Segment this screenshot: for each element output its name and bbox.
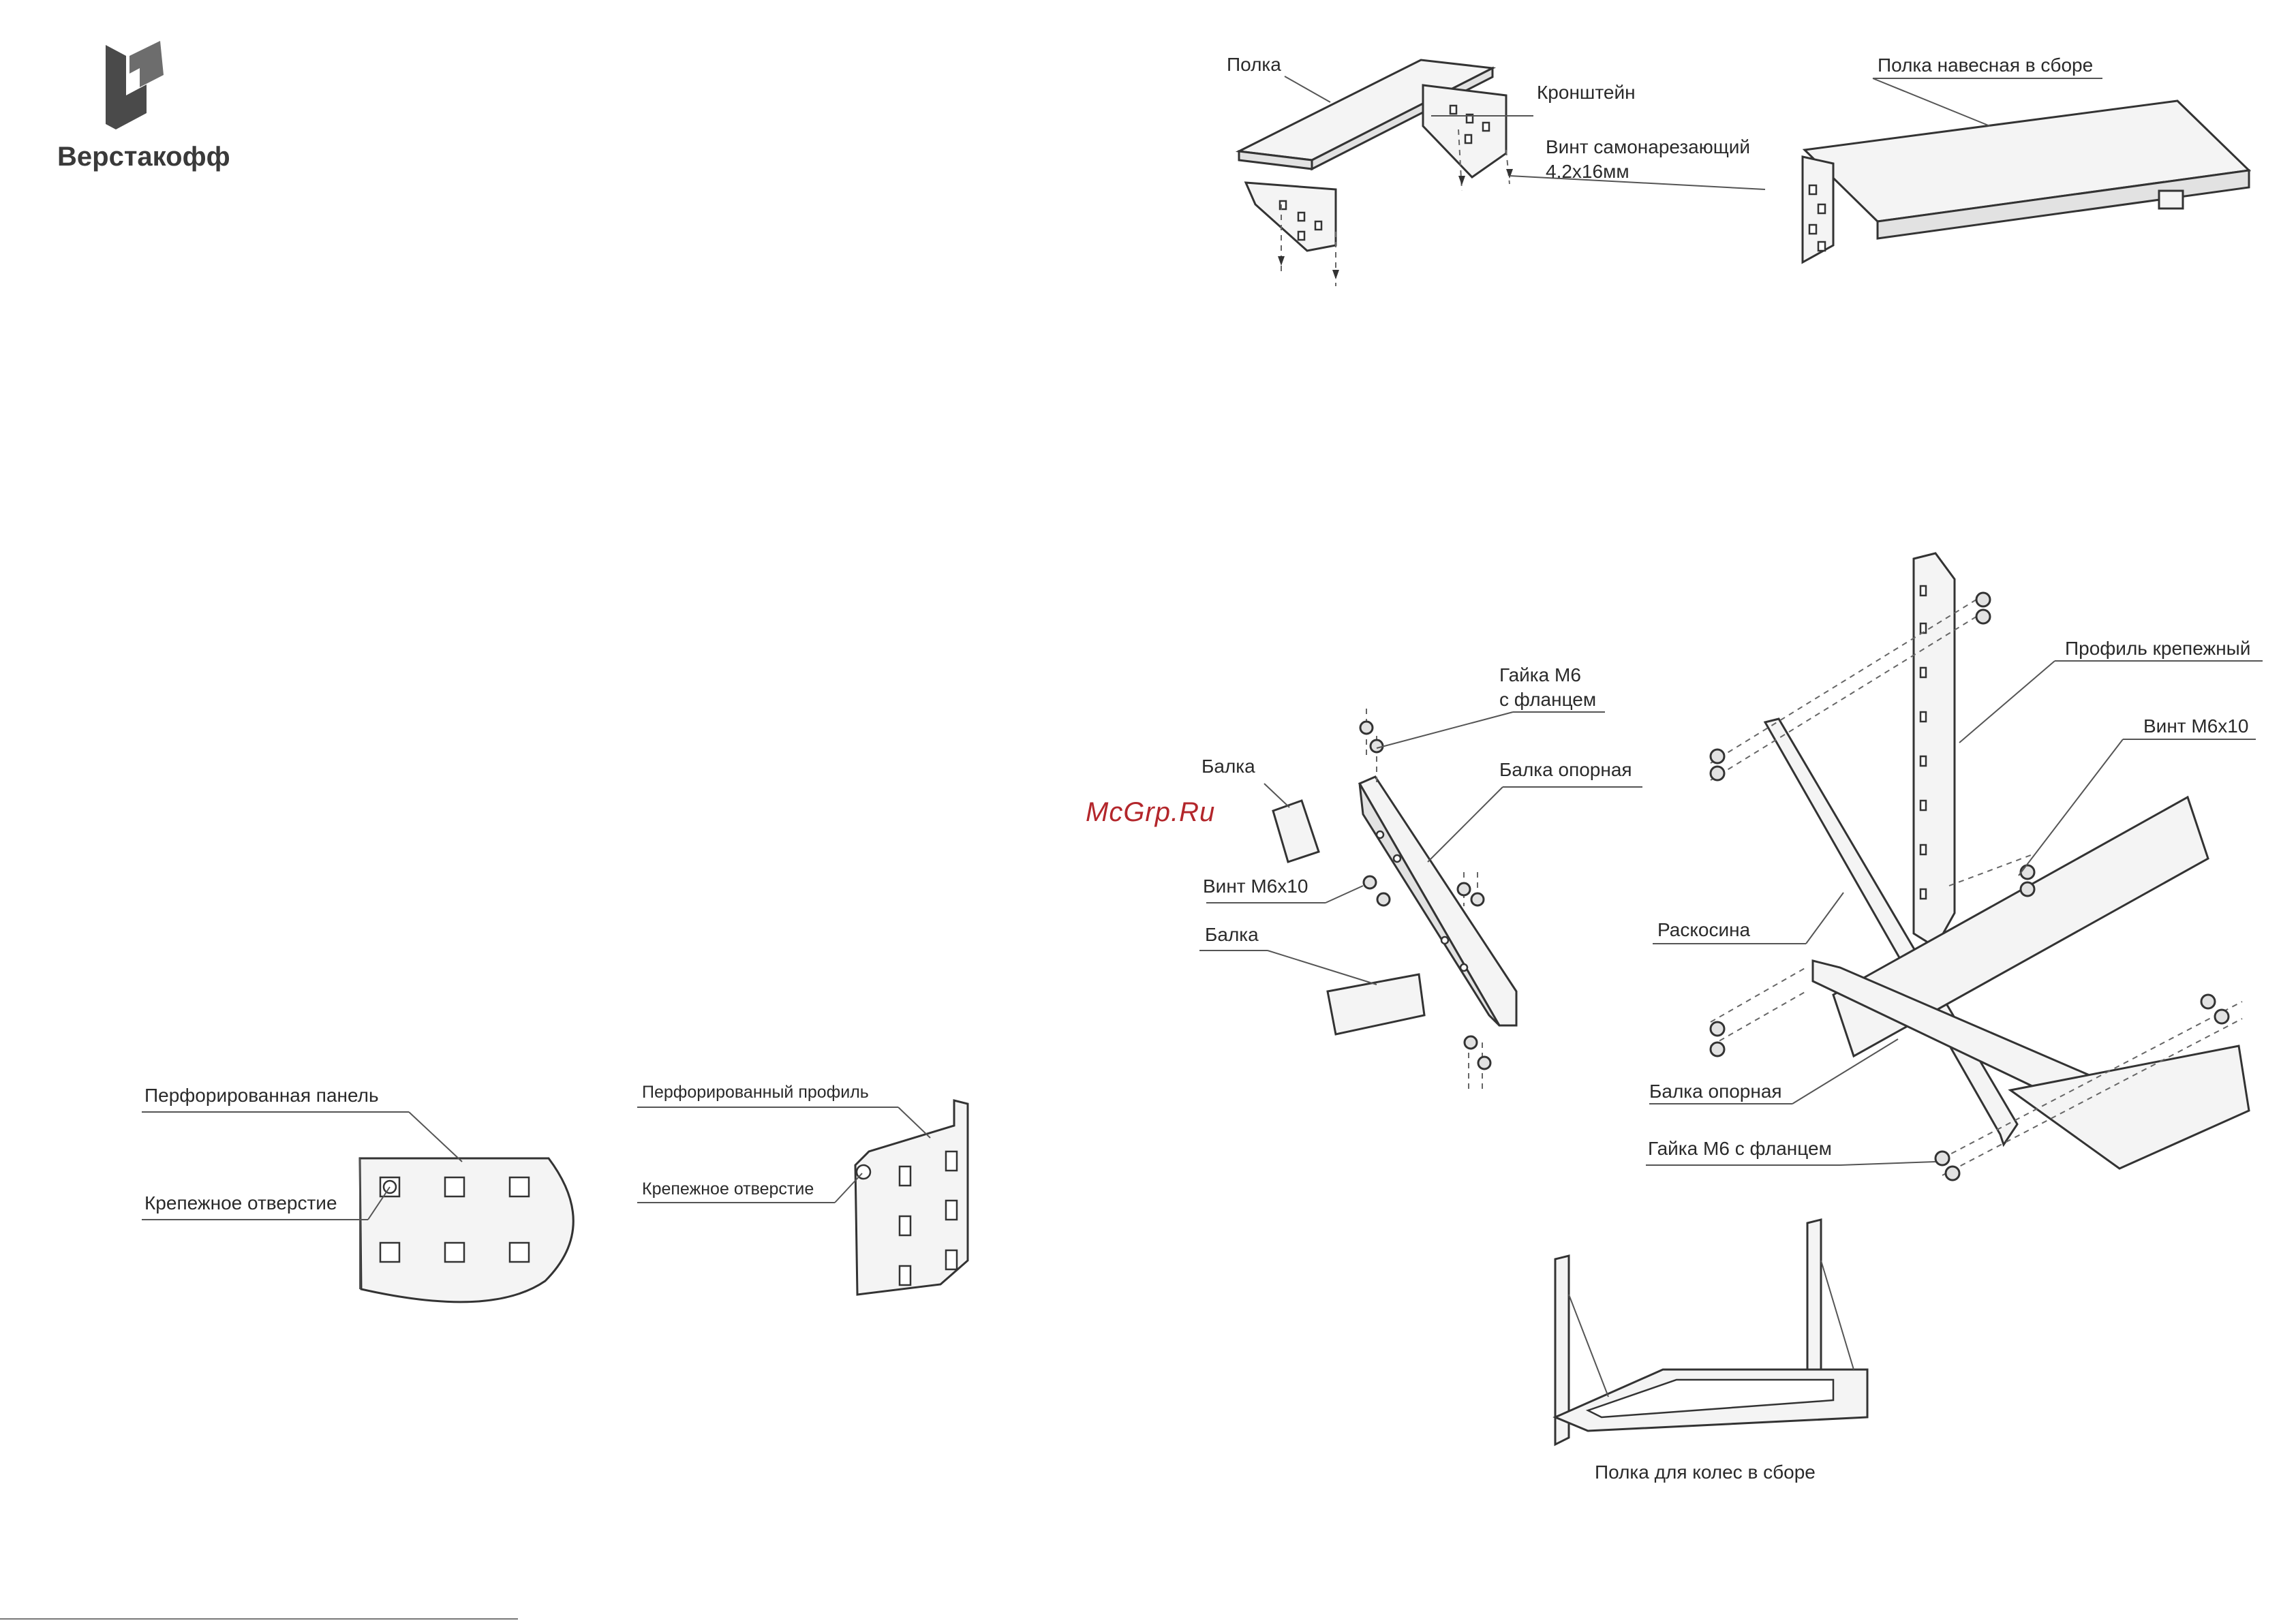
perforated-profile-detail (637, 1099, 969, 1296)
label-assembled-shelf: Полка навесная в сборе (1878, 55, 2094, 76)
label-mount-hole-profile: Крепежное отверстие (642, 1179, 814, 1199)
label-wheel-shelf: Полка для колес в сборе (1595, 1462, 1816, 1483)
label-nut-line2: с фланцем (1499, 689, 1597, 710)
label-nut-line1: Гайка М6 (1499, 664, 1581, 685)
label-mount-profile: Профиль крепежный (2065, 638, 2251, 659)
assembled-shelf-diagram (1801, 78, 2252, 264)
label-support-beam-right: Балка опорная (1649, 1081, 1782, 1102)
label-screw-right: Винт М6х10 (2143, 715, 2249, 737)
label-screw-middle: Винт М6х10 (1203, 876, 1308, 897)
frame-assembly-diagram (1646, 552, 2263, 1181)
label-screw-line1: Винт самонарезающий (1546, 136, 1751, 157)
perforated-panel-detail (142, 1111, 575, 1303)
label-perforated-panel: Перфорированная панель (144, 1085, 379, 1106)
shelf-exploded-diagram (1235, 59, 1766, 286)
label-brace: Раскосина (1657, 919, 1751, 940)
label-bracket: Кронштейн (1537, 82, 1636, 103)
label-support-beam-middle: Балка опорная (1499, 759, 1632, 780)
label-shelf: Полка (1227, 54, 1281, 75)
brand-name: Верстакофф (57, 142, 230, 172)
brand-logo (106, 41, 164, 129)
label-perforated-profile: Перфорированный профиль (642, 1083, 869, 1102)
wheel-shelf-diagram (1552, 1218, 1869, 1447)
support-beam-exploded-diagram (1199, 709, 1642, 1090)
label-mount-hole-panel: Крепежное отверстие (144, 1192, 337, 1214)
watermark: McGrp.Ru (1086, 797, 1216, 827)
label-screw-line2: 4.2x16мм (1546, 161, 1629, 182)
label-beam-2: Балка (1205, 924, 1259, 945)
label-beam-1: Балка (1201, 756, 1255, 777)
label-nut-right: Гайка М6 с фланцем (1648, 1138, 1832, 1159)
